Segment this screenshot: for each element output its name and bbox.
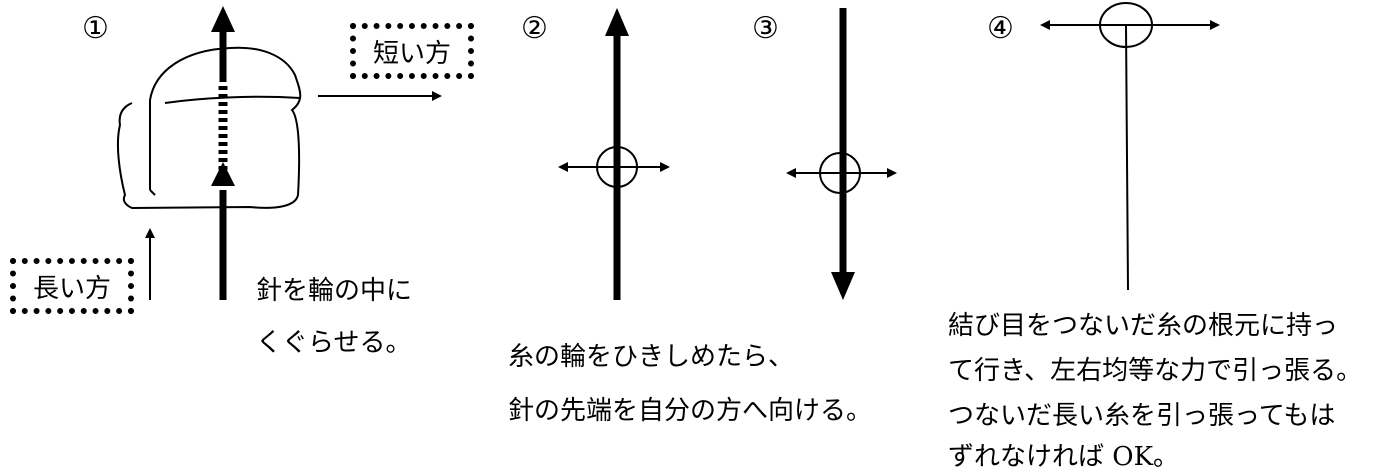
needle-bottom-arrowhead <box>211 162 235 186</box>
step2-number: ② <box>521 11 548 46</box>
long-side-label-box: 長い方 <box>10 258 134 314</box>
step1-caption-line2: くぐらせる。 <box>256 328 412 358</box>
step1-needle <box>211 6 235 300</box>
long-side-label: 長い方 <box>32 273 111 304</box>
step1-caption-line1: 針を輪の中に <box>256 276 413 306</box>
step3-number: ③ <box>752 11 779 46</box>
needle-top-arrowhead <box>211 6 235 32</box>
short-side-label-box: 短い方 <box>350 23 474 79</box>
step1-loop-drawing <box>116 46 302 210</box>
step4-caption-line4: ずれなければ OK。 <box>948 442 1180 472</box>
short-side-label: 短い方 <box>372 38 451 69</box>
step4-caption-line3: つないだ長い糸を引っ張ってもは <box>948 401 1336 431</box>
step4-caption-line2: て行き、左右均等な力で引っ張る。 <box>948 356 1363 386</box>
step4-number: ④ <box>987 11 1014 46</box>
step4-diagram <box>1040 2 1220 291</box>
step4-caption-line1: 結び目をつないだ糸の根元に持っ <box>948 311 1339 341</box>
step2-caption-line1: 糸の輪をひきしめたら、 <box>508 342 795 372</box>
step2-diagram <box>558 8 670 300</box>
step1-number: ① <box>82 11 109 46</box>
step2-caption-line2: 針の先端を自分の方へ向ける。 <box>508 396 873 426</box>
step3-diagram <box>786 8 897 300</box>
